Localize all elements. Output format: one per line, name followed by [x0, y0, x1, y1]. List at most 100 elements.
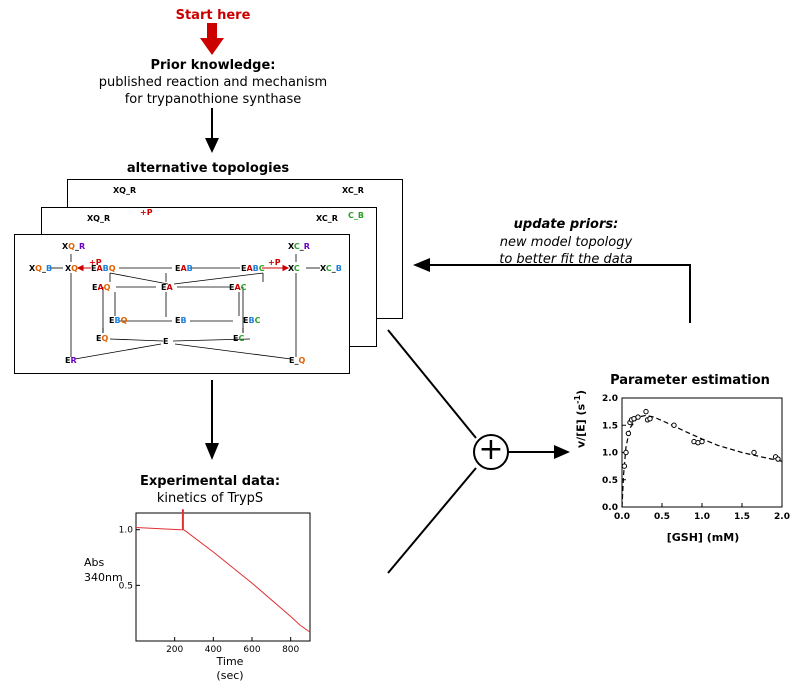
- experimental-xlabel-line-2: (sec): [216, 669, 244, 682]
- parameter-data-point-13: [699, 438, 705, 445]
- topology-node-9-part-1: A: [97, 283, 104, 292]
- parameter-xtick-label-1: 0.5: [654, 512, 670, 522]
- topology-node-6-part-1: A: [246, 264, 253, 273]
- prior-knowledge-line-1: published reaction and mechanism: [98, 75, 328, 90]
- topology-node-7-part-0: X: [288, 264, 294, 273]
- parameter-ytick-label-4: 2.0: [602, 394, 618, 404]
- parameter-data-point-7: [643, 408, 649, 415]
- combine-plus-symbol: +: [478, 432, 504, 467]
- parameter-ylabel-close: ): [574, 389, 588, 395]
- parameter-xtick-label-3: 1.5: [734, 512, 750, 522]
- experimental-data-subtitle: kinetics of TrypS: [156, 491, 264, 506]
- topology-node-18-part-1: R: [70, 356, 77, 365]
- experimental-xtick-label-0: 200: [166, 645, 183, 655]
- parameter-data-point-9: [647, 416, 653, 422]
- topology-node-19-part-2: Q: [298, 356, 306, 365]
- parameter-data-point-6: [635, 414, 641, 420]
- parameter-plot-frame: [621, 397, 783, 508]
- middle-fragment-1: XQ_R: [87, 214, 111, 223]
- topology-node-1-part-0: X: [288, 242, 294, 251]
- topology-node-5: EAB: [175, 264, 193, 273]
- arrow-to-parameter-estimation: [508, 445, 570, 459]
- topology-node-17-part-0: E: [233, 334, 239, 343]
- topology-node-5-part-2: B: [186, 264, 193, 273]
- parameter-ylabel-text: v/[E] (s: [574, 403, 588, 449]
- topology-node-12-part-2: Q: [120, 316, 128, 325]
- topology-node-9-part-0: E: [92, 283, 98, 292]
- topology-node-0: XQ_R: [62, 242, 85, 251]
- topology-node-18-part-0: E: [65, 356, 71, 365]
- experimental-xtick-label-2: 600: [243, 645, 260, 655]
- topology-node-2: XQ_B: [29, 264, 52, 273]
- parameter-ylabel-sup: -1: [573, 394, 582, 404]
- topology-node-6-part-2: B: [252, 264, 259, 273]
- topology-node-10: EA: [161, 283, 173, 292]
- topology-node-7: XC: [288, 264, 300, 273]
- topology-node-17: EC: [233, 334, 244, 343]
- topology-node-2-part-2: _: [41, 264, 46, 273]
- topology-node-6-part-0: E: [241, 264, 247, 273]
- topology-node-15-part-1: Q: [101, 334, 109, 343]
- topology-node-10-part-1: A: [166, 283, 173, 292]
- feedback-arrow: [413, 258, 691, 323]
- topology-node-0-part-1: Q: [68, 242, 75, 251]
- parameter-data-point-10: [671, 422, 677, 428]
- parameter-ylabel: v/[E] (s-1): [573, 364, 588, 474]
- edge-label-plus-p-left: +P: [89, 258, 102, 267]
- topology-red-arrows: [76, 264, 290, 272]
- combine-node: [473, 434, 509, 470]
- topology-node-11-part-0: E: [229, 283, 235, 292]
- topology-node-7-part-1: C: [293, 264, 300, 273]
- parameter-data-point-0: [621, 463, 628, 469]
- topology-node-9: EAQ: [92, 283, 110, 292]
- experimental-ytick-label-0: 0.5: [119, 581, 133, 591]
- topology-node-2-part-1: Q: [35, 264, 42, 273]
- topology-node-19-part-1: _: [294, 356, 299, 365]
- line-experimental-to-combine: [387, 467, 477, 574]
- start-label: Start here: [175, 8, 251, 23]
- experimental-xtick-label-3: 800: [282, 645, 299, 655]
- parameter-fit-line: [621, 414, 783, 508]
- topology-node-3-part-1: Q: [71, 264, 78, 273]
- topology-node-11-part-2: C: [240, 283, 247, 292]
- experimental-xlabel-line-1: Time: [216, 655, 244, 668]
- topology-node-1-part-3: R: [303, 242, 310, 251]
- parameter-xtick-label-2: 1.0: [694, 512, 710, 522]
- topology-node-14-part-2: C: [254, 316, 261, 325]
- topology-node-4-part-2: B: [102, 264, 109, 273]
- back-fragment-1: XQ_R: [113, 186, 137, 195]
- back-fragment-2: XC_R: [342, 186, 364, 195]
- arrow-to-topologies: [205, 108, 219, 153]
- parameter-estimation-title: Parameter estimation: [610, 373, 770, 388]
- parameter-ytick-label-1: 0.5: [602, 476, 618, 486]
- parameter-ytick-label-3: 1.5: [602, 421, 618, 431]
- parameter-ytick-label-0: 0.0: [602, 503, 618, 513]
- topology-node-9-part-2: Q: [103, 283, 111, 292]
- topology-node-3-part-0: X: [65, 264, 72, 273]
- line-topologies-to-combine: [387, 329, 477, 439]
- topology-node-19: E_Q: [289, 356, 305, 365]
- topology-node-8-part-3: B: [335, 264, 342, 273]
- topology-node-12-part-1: B: [114, 316, 121, 325]
- topology-node-17-part-1: C: [238, 334, 245, 343]
- experimental-ytick-label-1: 1.0: [119, 526, 134, 536]
- topology-node-8-part-2: _: [331, 264, 336, 273]
- topology-node-18: ER: [65, 356, 77, 365]
- experimental-trace: [135, 509, 311, 633]
- update-priors-title: update priors:: [513, 217, 619, 232]
- topology-node-13: EB: [175, 316, 187, 325]
- topology-node-8-part-1: C: [325, 264, 332, 273]
- topology-node-14: EBC: [243, 316, 260, 325]
- experimental-data-title: Experimental data:: [139, 474, 281, 489]
- topology-node-16: E: [163, 337, 168, 346]
- topology-node-3: XQ: [65, 264, 78, 273]
- topology-node-8: XC_B: [320, 264, 342, 273]
- experimental-ylabel-line-2: 340nm: [84, 571, 123, 584]
- topology-edges: [48, 254, 320, 360]
- topology-node-10-part-0: E: [161, 283, 167, 292]
